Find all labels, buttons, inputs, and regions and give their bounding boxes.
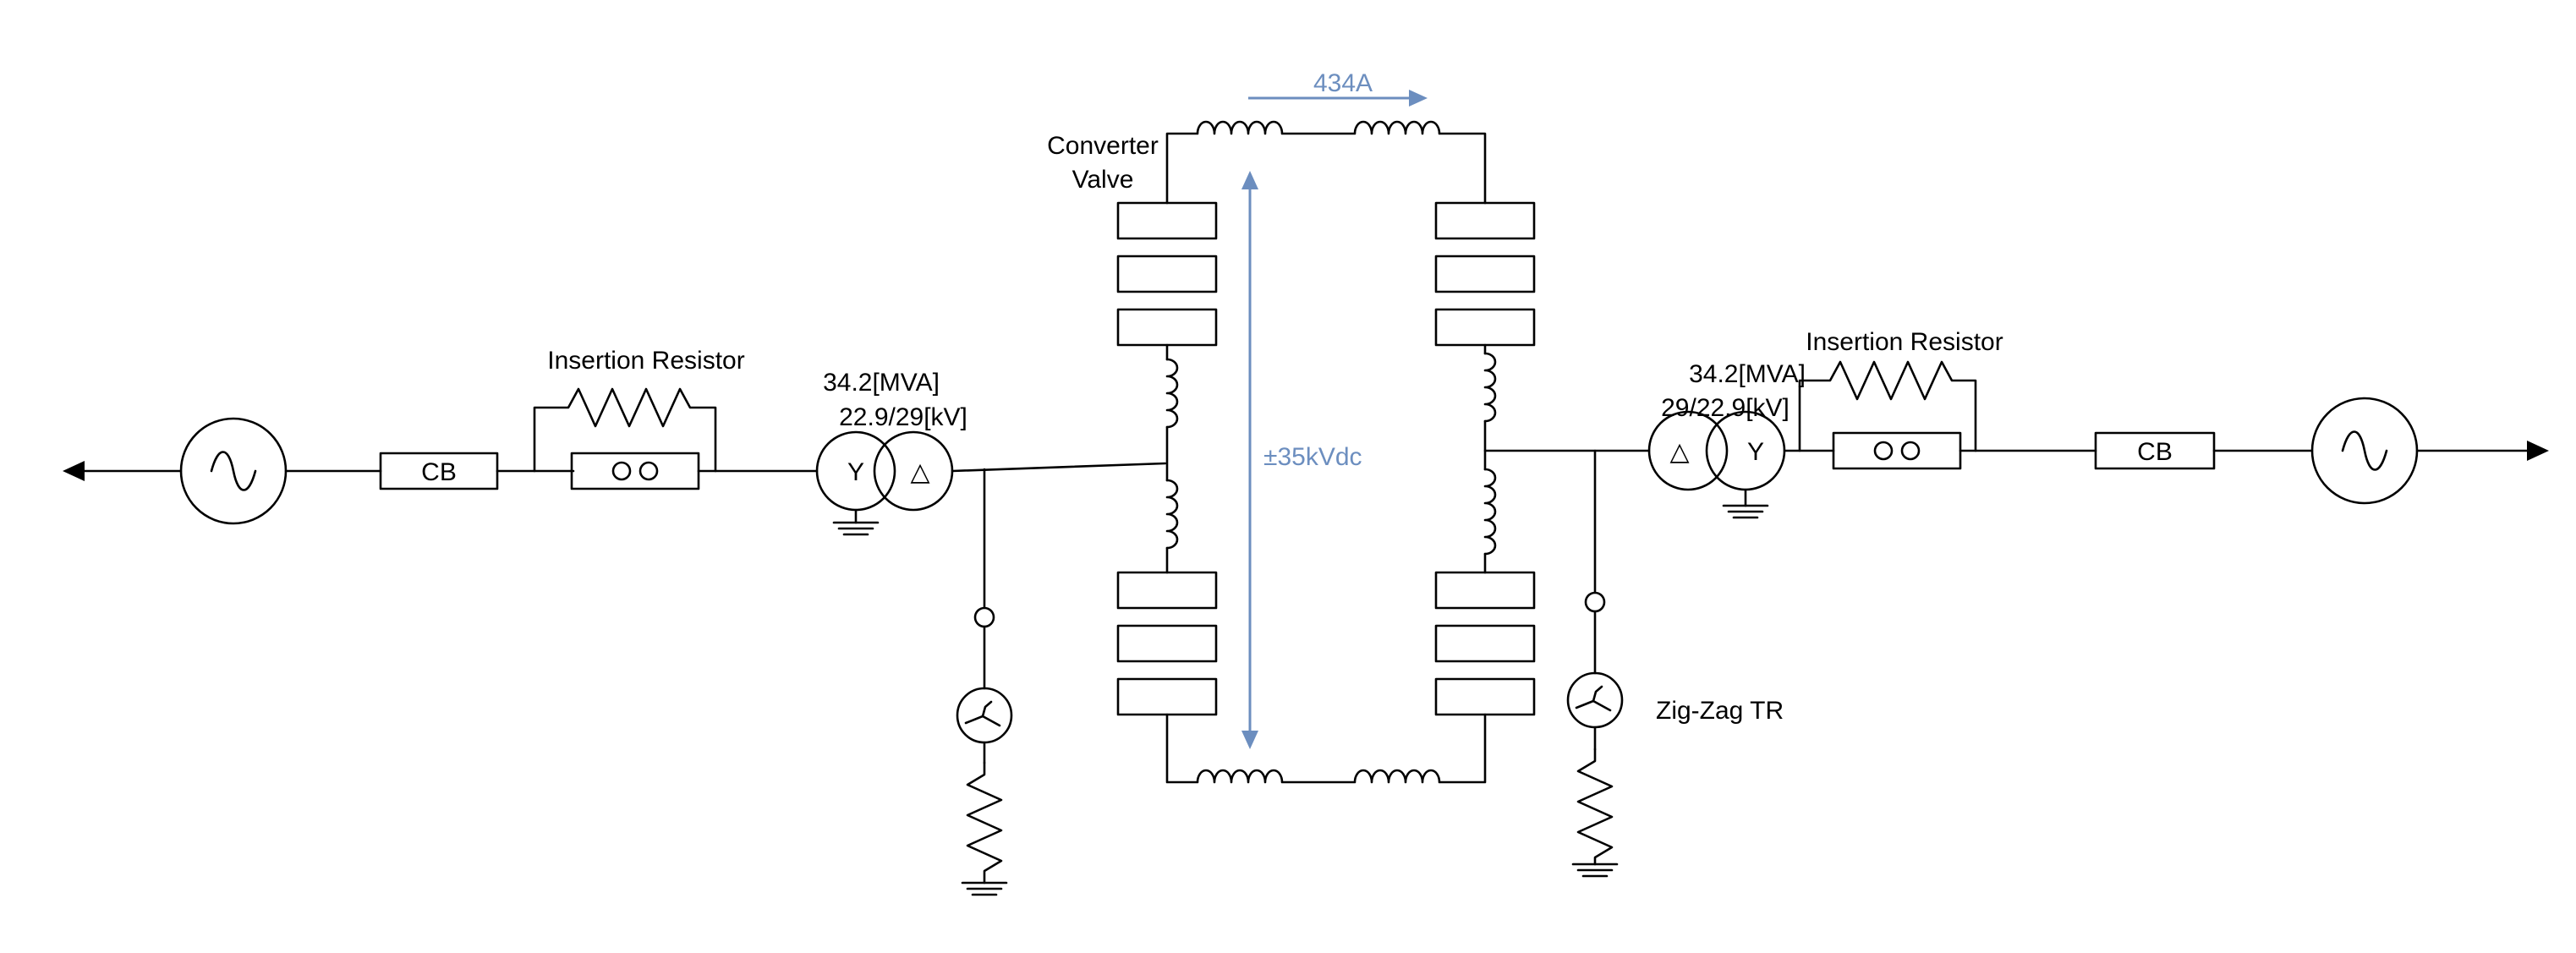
right-transformer-delta-symbol: △ xyxy=(1669,438,1689,466)
right-ac-source-icon xyxy=(2310,397,2419,505)
left-ac-source-icon xyxy=(179,417,288,525)
left-transformer-delta-symbol: △ xyxy=(910,458,929,486)
left-lower-arm-reactor-icon xyxy=(1165,479,1179,550)
right-insertion-resistor: Insertion Resistor xyxy=(1798,328,2003,470)
left-upper-arm-reactor-icon xyxy=(1165,358,1179,429)
left-ac-bus xyxy=(951,462,1167,473)
left-transformer-y-symbol: Y xyxy=(847,458,864,486)
zigzag-transformer-label: Zig-Zag TR xyxy=(1656,697,1784,725)
dc-current-label: 434A xyxy=(1313,69,1373,97)
left-insertion-resistor-label: Insertion Resistor xyxy=(547,347,744,375)
left-grid-arrow-icon xyxy=(63,461,183,481)
left-zigzag-branch xyxy=(956,468,1013,896)
dc-voltage-annotation: ±35kVdc xyxy=(1241,171,1362,749)
bottom-dc-reactor-icon xyxy=(1165,713,1487,784)
right-upper-valve-modules xyxy=(1434,201,1536,347)
right-transformer-y-symbol: Y xyxy=(1747,438,1764,466)
left-transformer-ground-icon xyxy=(832,521,880,536)
dc-voltage-label: ±35kVdc xyxy=(1263,443,1362,471)
left-insertion-resistor: Insertion Resistor xyxy=(533,347,745,490)
left-circuit-breaker: CB xyxy=(379,452,499,490)
right-grounding-resistor-icon xyxy=(1576,748,1614,866)
right-zigzag-ground-icon xyxy=(1571,863,1619,878)
converter-valve: Converter Valve xyxy=(1047,120,1536,784)
right-zigzag-transformer-icon xyxy=(1566,671,1624,729)
left-transformer-voltage: 22.9/29[kV] xyxy=(839,403,967,431)
right-upper-arm-reactor-icon xyxy=(1483,352,1497,423)
left-upper-valve-modules xyxy=(1116,201,1218,347)
converter-valve-label-line1: Converter xyxy=(1047,132,1159,160)
right-cb-label: CB xyxy=(2137,438,2173,466)
right-transformer: 34.2[MVA] 29/22.9[kV] △ Y xyxy=(1647,360,1806,519)
right-circuit-breaker: CB xyxy=(2094,431,2216,470)
left-grounding-resistor-icon xyxy=(966,761,1003,885)
right-insertion-resistor-label: Insertion Resistor xyxy=(1806,328,2003,356)
left-cb-label: CB xyxy=(421,458,457,486)
right-transformer-ground-icon xyxy=(1722,504,1769,519)
right-transformer-rating: 34.2[MVA] xyxy=(1689,360,1806,388)
right-lower-valve-modules xyxy=(1434,571,1536,716)
right-zigzag-branch: Zig-Zag TR xyxy=(1566,449,1784,878)
left-zigzag-ground-icon xyxy=(961,881,1008,896)
top-dc-reactor-icon xyxy=(1165,120,1487,205)
left-transformer-rating: 34.2[MVA] xyxy=(823,369,940,397)
left-zigzag-transformer-icon xyxy=(956,687,1013,744)
dc-current-annotation: 434A xyxy=(1248,69,1428,107)
right-lower-arm-reactor-icon xyxy=(1483,468,1497,556)
converter-valve-label-line2: Valve xyxy=(1072,166,1134,194)
right-grid-arrow-icon xyxy=(2415,441,2549,461)
left-transformer: 34.2[MVA] 22.9/29[kV] Y △ xyxy=(815,369,967,536)
left-lower-valve-modules xyxy=(1116,571,1218,716)
